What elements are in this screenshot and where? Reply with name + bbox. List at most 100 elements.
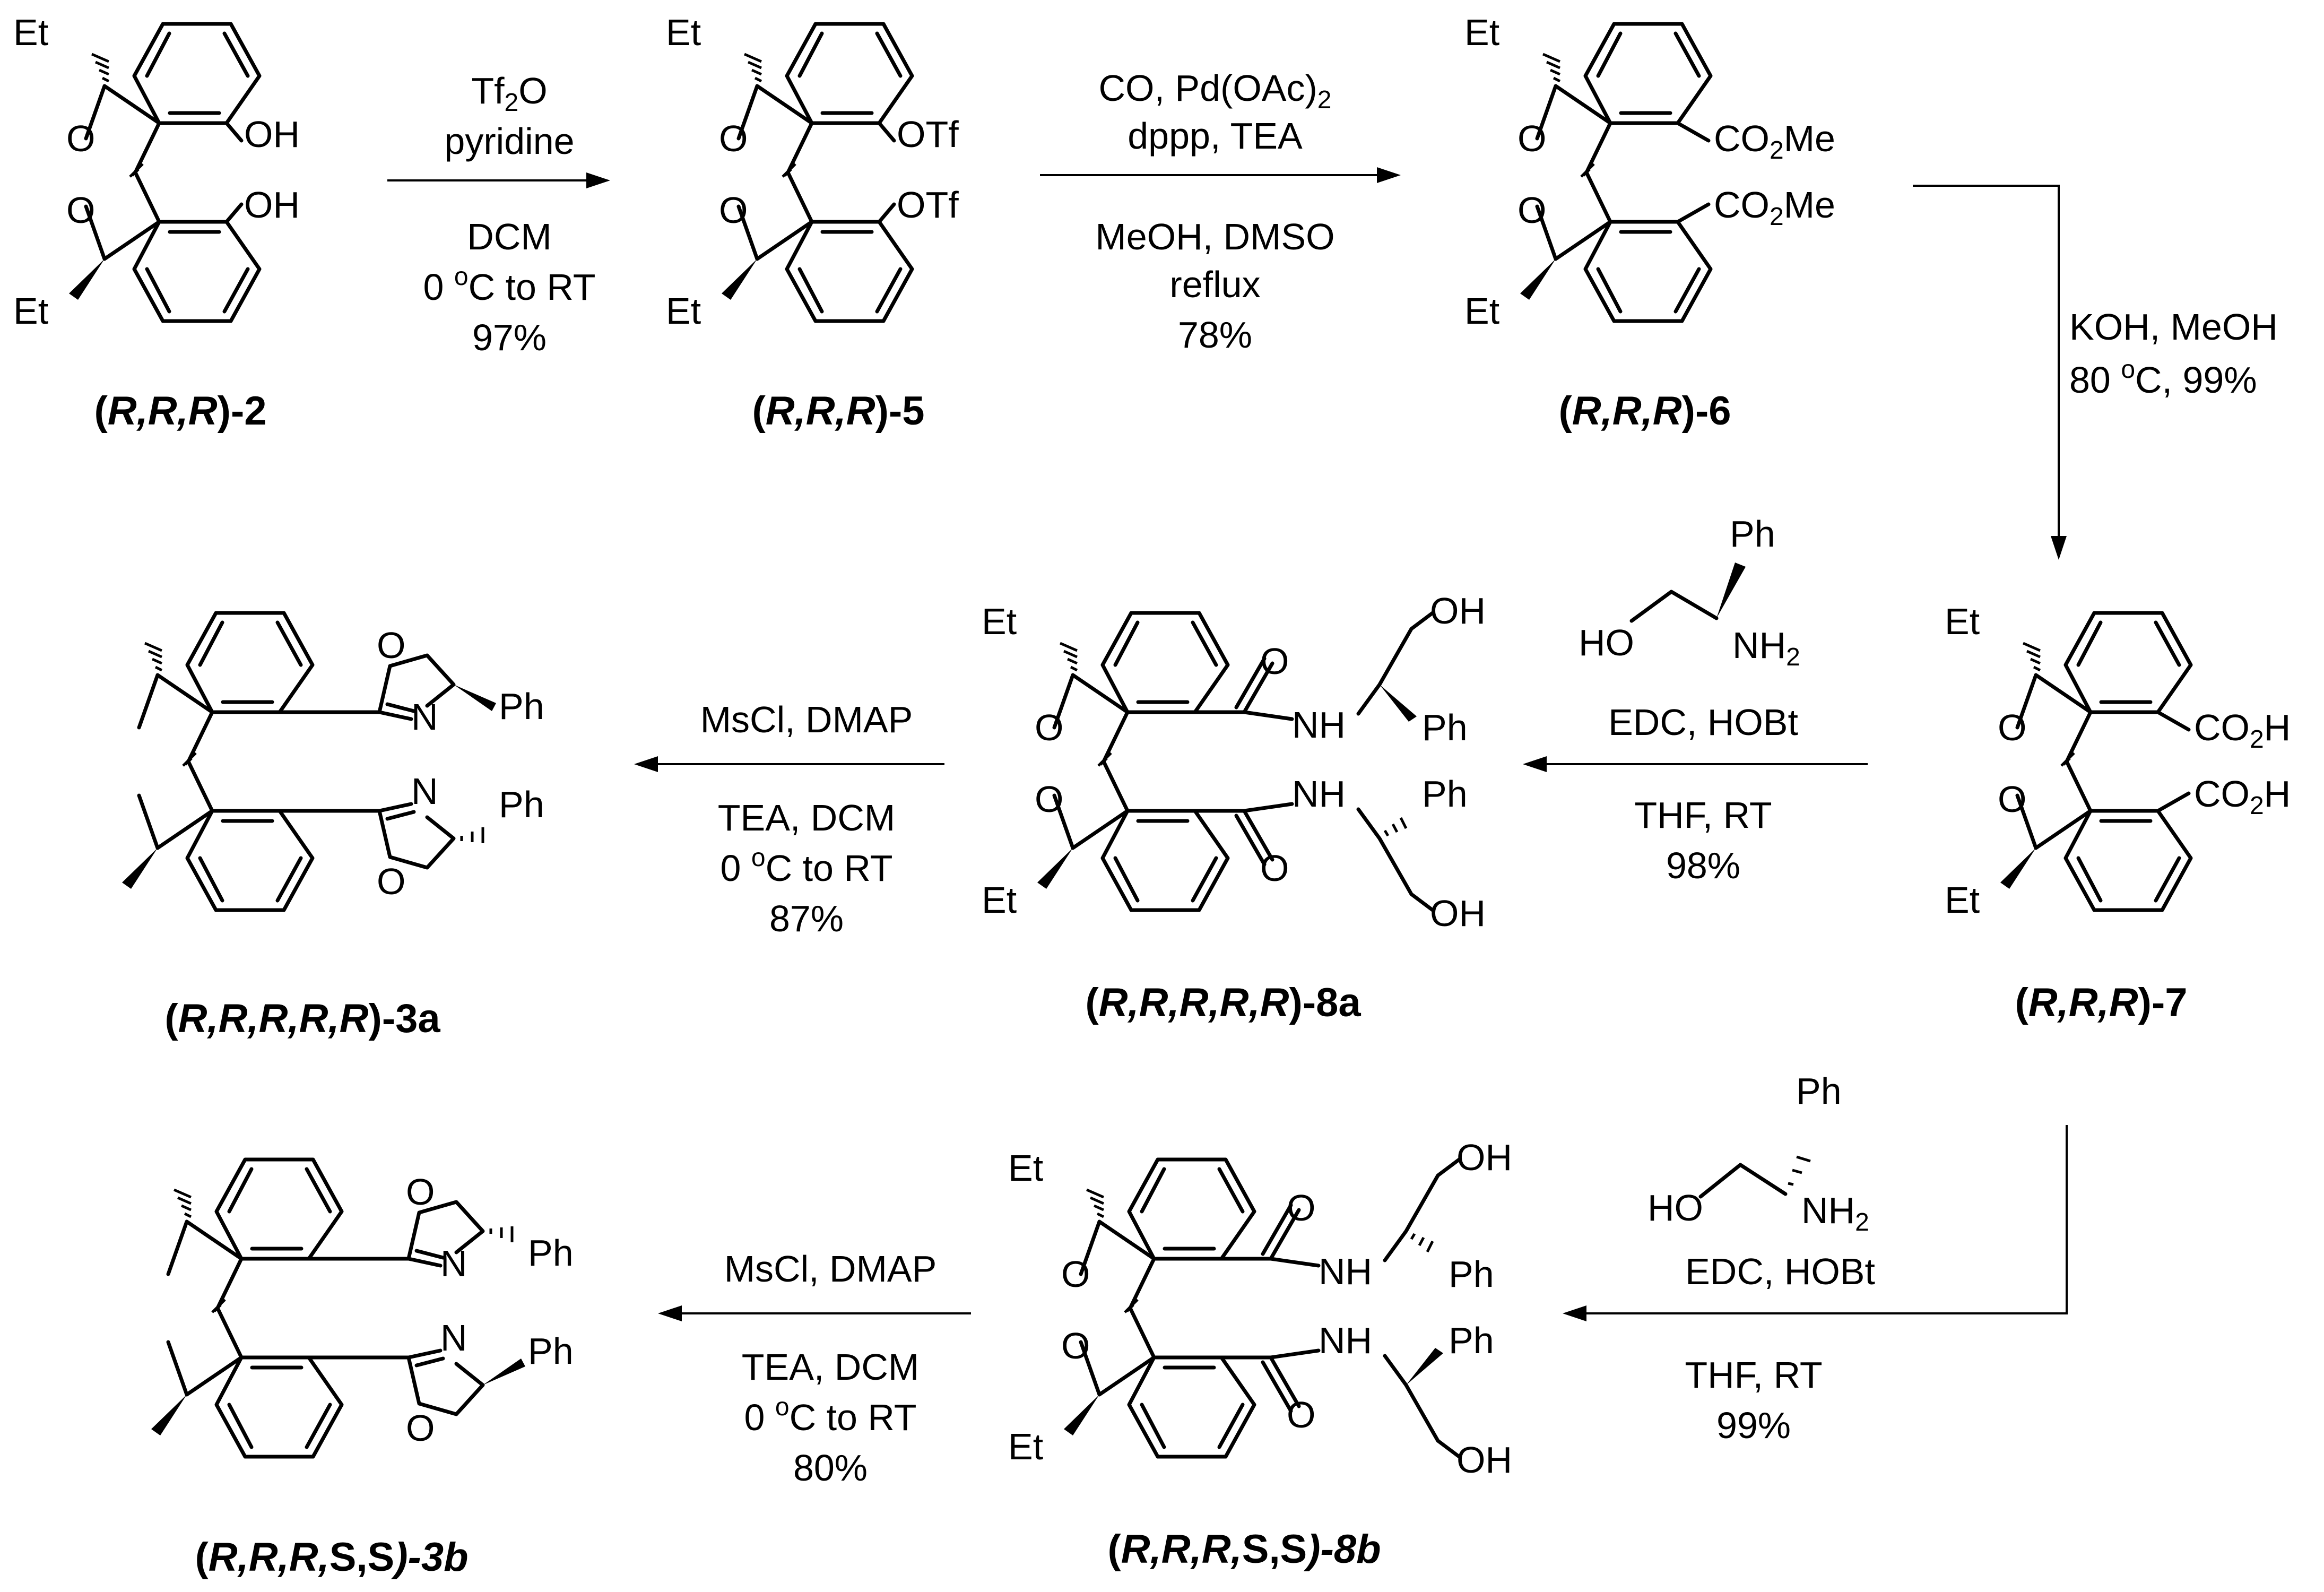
reagent-ph: Ph	[1730, 513, 1775, 555]
step5-below-2: 0 oC to RT	[721, 844, 893, 889]
label-5: (R,R,R)-5	[752, 388, 924, 434]
ph-top: Ph	[528, 1232, 574, 1274]
step2-below-1: MeOH, DMSO	[1095, 216, 1334, 257]
ph-bottom: Ph	[528, 1330, 574, 1372]
arrow-2-to-5: Tf2O pyridine DCM 0 oC to RT 97%	[387, 70, 610, 358]
ph-bottom: Ph	[499, 784, 544, 825]
step1-below-2: 0 oC to RT	[423, 263, 596, 308]
oxazoline-o-top: O	[406, 1171, 435, 1213]
step2-below-3: 78%	[1178, 314, 1252, 356]
step7-above-1: MsCl, DMAP	[724, 1248, 937, 1290]
group-bottom: CO2Me	[1714, 184, 1835, 231]
ph-top: Ph	[1449, 1253, 1494, 1295]
reagent-ho: HO	[1579, 622, 1634, 663]
group-bottom: OH	[244, 184, 300, 226]
oxazoline-o-top: O	[377, 625, 405, 666]
step6-above-1: EDC, HOBt	[1685, 1251, 1875, 1292]
carbonyl-o-top: O	[1260, 641, 1289, 682]
et-bottom: Et	[1008, 1426, 1043, 1467]
nh-top: NH	[1319, 1251, 1372, 1292]
carbonyl-o-top: O	[1287, 1187, 1315, 1228]
compound-3b: O N Ph O N Ph	[151, 1160, 574, 1457]
step3-side-1: KOH, MeOH	[2069, 306, 2278, 348]
group-bottom: CO2H	[2194, 773, 2291, 820]
nh-top: NH	[1292, 704, 1346, 746]
et-top: Et	[982, 601, 1017, 642]
nh-bottom: NH	[1292, 773, 1346, 815]
step4-below-1: THF, RT	[1634, 794, 1772, 836]
reagent-ho: HO	[1647, 1187, 1703, 1228]
step2-above-1: CO, Pd(OAc)2	[1099, 67, 1332, 114]
carbonyl-o-bottom: O	[1260, 847, 1289, 889]
group-top: OH	[244, 114, 300, 155]
oxazoline-n-bottom: N	[440, 1317, 467, 1359]
et-bottom: Et	[666, 290, 701, 332]
step4-above-1: EDC, HOBt	[1608, 702, 1798, 743]
ring-oxygen-bottom: O	[1061, 1325, 1090, 1366]
et-top: Et	[1945, 601, 1980, 642]
group-top: OTf	[897, 114, 959, 155]
label-2: (R,R,R)-2	[94, 388, 266, 434]
reagent-nh2: NH2	[1732, 625, 1800, 671]
step3-side-2: 80 oC, 99%	[2069, 356, 2257, 401]
ph-bottom: Ph	[1422, 773, 1468, 815]
et-top: Et	[13, 12, 48, 53]
step7-below-2: 0 oC to RT	[744, 1393, 917, 1438]
ring-oxygen-top: O	[1061, 1253, 1090, 1295]
oh-top: OH	[1456, 1137, 1512, 1178]
amino-alcohol-r: HO NH2 Ph	[1579, 513, 1800, 671]
compound-6: O O Et Et CO2Me CO2Me	[1464, 12, 1835, 332]
oxazoline-n-top: N	[440, 1243, 467, 1284]
ring-oxygen-top: O	[1517, 118, 1546, 159]
compound-5: O O Et Et OTf OTf	[666, 12, 959, 332]
step2-below-2: reflux	[1169, 264, 1260, 305]
ph-bottom: Ph	[1449, 1320, 1494, 1361]
step5-below-3: 87%	[769, 898, 844, 939]
label-3b: (R,R,R,S,S)-3b	[195, 1535, 468, 1580]
reagent-ph: Ph	[1796, 1070, 1842, 1112]
ring-oxygen-top: O	[1035, 707, 1063, 748]
oxazoline-n-bottom: N	[411, 771, 438, 812]
ring-oxygen-bottom: O	[1517, 189, 1546, 231]
oxazoline-n-top: N	[411, 696, 438, 738]
compound-7: O O Et Et CO2H CO2H	[1945, 601, 2291, 921]
group-bottom: OTf	[897, 184, 959, 226]
compound-3a: O N Ph O N Ph	[122, 613, 544, 910]
group-top: CO2Me	[1714, 118, 1835, 165]
ph-top: Ph	[499, 686, 544, 727]
label-8a: (R,R,R,R,R)-8a	[1085, 980, 1361, 1025]
step5-above-1: MsCl, DMAP	[700, 699, 913, 740]
label-8b: (R,R,R,S,S)-8b	[1107, 1527, 1381, 1572]
oh-bottom: OH	[1430, 893, 1486, 934]
et-bottom: Et	[13, 290, 48, 332]
oh-bottom: OH	[1456, 1439, 1512, 1481]
oh-top: OH	[1430, 590, 1486, 631]
et-top: Et	[1008, 1147, 1043, 1189]
compound-2: O O Et Et OH OH	[13, 12, 300, 332]
arrow-8b-to-3b: MsCl, DMAP TEA, DCM 0 oC to RT 80%	[658, 1248, 971, 1489]
label-7: (R,R,R)-7	[2015, 980, 2187, 1025]
ring-oxygen-top: O	[66, 118, 95, 159]
compound-8a: O O Et Et O O NH NH OH Ph OH Ph	[982, 590, 1486, 934]
carbonyl-o-bottom: O	[1287, 1394, 1315, 1435]
nh-bottom: NH	[1319, 1320, 1372, 1361]
arrow-7-to-8b: HO NH2 Ph EDC, HOBt THF, RT 99%	[1563, 1070, 2068, 1446]
ring-oxygen-bottom: O	[719, 189, 748, 231]
step4-below-2: 98%	[1666, 845, 1740, 886]
step1-above-2: pyridine	[444, 120, 574, 162]
group-top: CO2H	[2194, 707, 2291, 754]
ring-oxygen-bottom: O	[1998, 778, 2026, 820]
et-top: Et	[1464, 12, 1499, 53]
step7-below-3: 80%	[793, 1447, 868, 1489]
step2-above-2: dppp, TEA	[1128, 115, 1303, 157]
step6-below-1: THF, RT	[1685, 1354, 1822, 1396]
et-bottom: Et	[982, 879, 1017, 921]
oxazoline-o-bottom: O	[406, 1407, 435, 1449]
amino-alcohol-s: HO NH2 Ph	[1647, 1070, 1869, 1236]
arrow-7-to-8a: HO NH2 Ph EDC, HOBt THF, RT 98%	[1523, 513, 1868, 886]
arrow-6-to-7: KOH, MeOH 80 oC, 99%	[1913, 185, 2278, 560]
et-bottom: Et	[1464, 290, 1499, 332]
reagent-nh2: NH2	[1801, 1190, 1869, 1236]
arrow-8a-to-3a: MsCl, DMAP TEA, DCM 0 oC to RT 87%	[634, 699, 944, 939]
